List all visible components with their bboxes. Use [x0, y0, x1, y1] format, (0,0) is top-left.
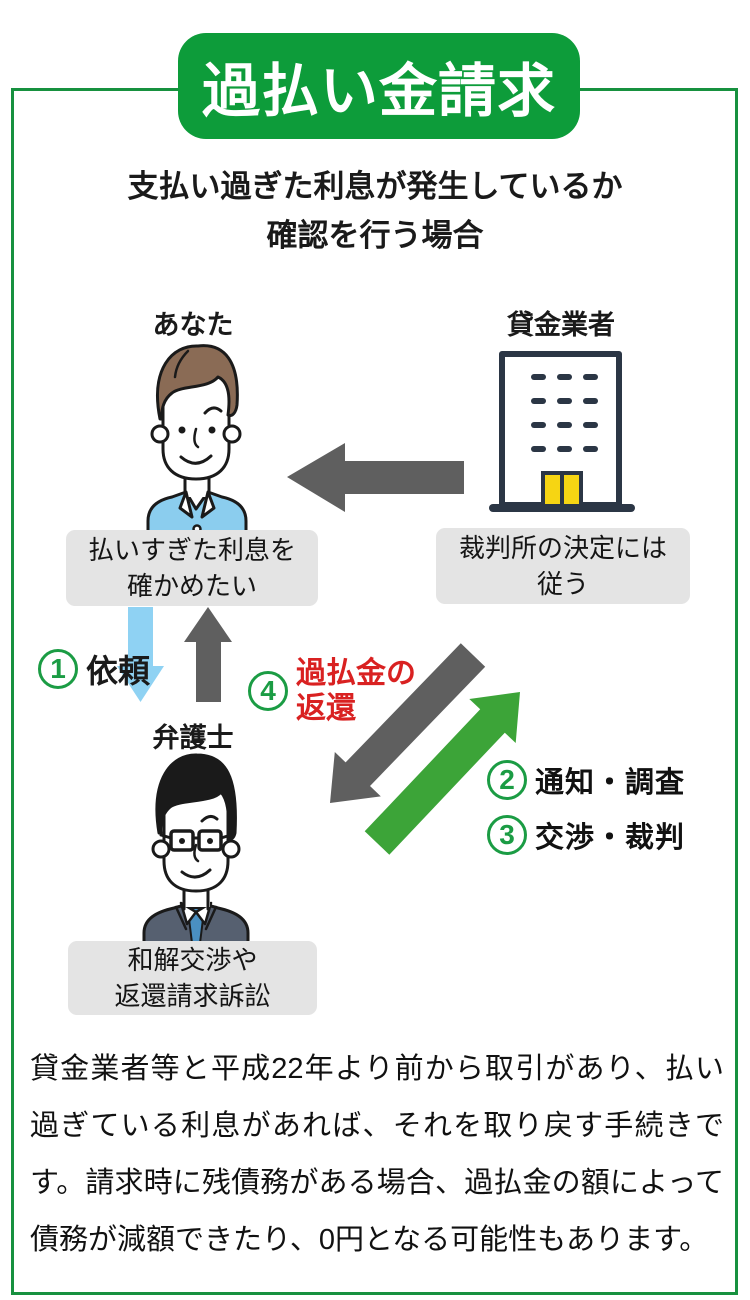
step-2-notice: 2 通知・調査: [487, 759, 685, 801]
step-1-number-icon: 1: [38, 649, 78, 689]
building-base: [489, 504, 635, 512]
step-1-request: 1 依頼: [38, 646, 150, 692]
title-badge: 過払い金請求: [178, 33, 580, 139]
you-shirt: [146, 490, 248, 541]
lender-note-box: 裁判所の決定には 従う: [436, 528, 690, 604]
building-windows: [531, 374, 598, 452]
description-paragraph: 貸金業者等と平成22年より前から取引があり、払い過ぎている利息があれば、それを取…: [30, 1053, 724, 1256]
step-2-number-icon: 2: [487, 760, 527, 800]
lawyer-hair: [155, 753, 237, 841]
building-door-right: [564, 475, 579, 505]
step-1-label: 依頼: [86, 653, 151, 689]
you-label: あなた: [152, 310, 234, 340]
lawyer-icon: [142, 753, 250, 951]
lawyer-label: 弁護士: [152, 723, 234, 753]
lender-label: 貸金業者: [507, 310, 615, 340]
title-badge-label: 過払い金請求: [201, 59, 556, 124]
step-3-label: 交渉・裁判: [535, 822, 686, 854]
step-3-negotiation: 3 交渉・裁判: [487, 814, 685, 856]
lawyer-note-box: 和解交渉や 返還請求訴訟: [68, 941, 317, 1015]
step-2-label: 通知・調査: [535, 767, 686, 799]
step-4-label: 過払金の 返還: [296, 657, 416, 725]
you-icon: [146, 344, 248, 541]
building-door-left: [545, 475, 560, 505]
lender-icon: [489, 351, 635, 512]
step-3-number-icon: 3: [487, 815, 527, 855]
step-4-number-icon: 4: [248, 671, 288, 711]
step-4-refund: 4 過払金の 返還: [248, 656, 416, 726]
you-note-box: 払いすぎた利息を 確かめたい: [66, 530, 318, 606]
diagram-subtitle: 支払い過ぎた利息が発生しているか 確認を行う場合: [127, 169, 623, 253]
